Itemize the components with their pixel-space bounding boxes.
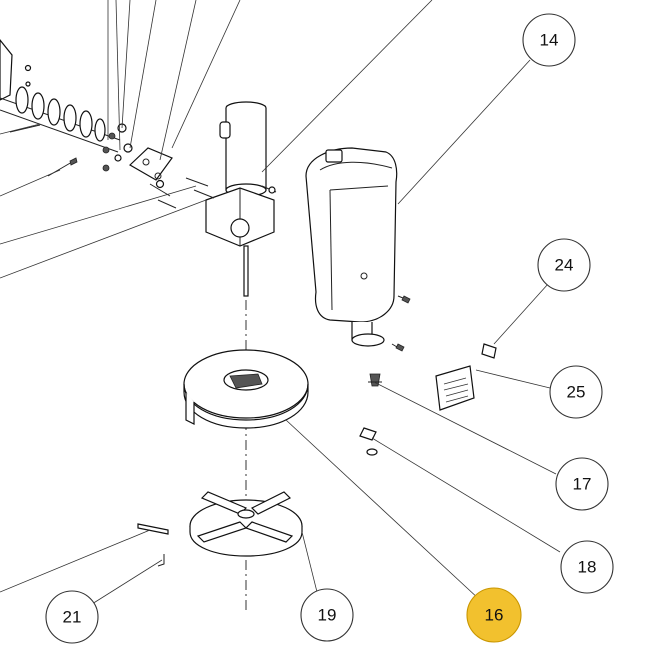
callout-18-label: 18 [578, 558, 597, 577]
motor-assembly [193, 101, 277, 297]
callout-25-label: 25 [567, 383, 586, 402]
auger-assembly [0, 39, 209, 209]
spinner-disc [183, 349, 309, 429]
leader-lines [0, 0, 561, 605]
small-parts [359, 343, 497, 456]
spreader-plate [189, 491, 303, 557]
callout-24[interactable]: 24 [537, 238, 591, 292]
callout-25[interactable]: 25 [549, 365, 603, 419]
callout-16[interactable]: 16 [466, 587, 522, 643]
auger-flights [15, 86, 106, 142]
callout-21[interactable]: 21 [45, 590, 99, 644]
callout-18[interactable]: 18 [560, 540, 614, 594]
callout-14-label: 14 [540, 31, 559, 50]
callout-24-label: 24 [555, 256, 574, 275]
callout-14[interactable]: 14 [522, 13, 576, 67]
callout-16-label: 16 [485, 606, 504, 625]
callout-17-label: 17 [573, 475, 592, 494]
housing-cover [305, 147, 411, 352]
pin-parts [137, 523, 169, 567]
callout-19[interactable]: 19 [300, 588, 354, 642]
callout-17[interactable]: 17 [555, 457, 609, 511]
callout-19-label: 19 [318, 606, 337, 625]
callout-21-label: 21 [63, 608, 82, 627]
